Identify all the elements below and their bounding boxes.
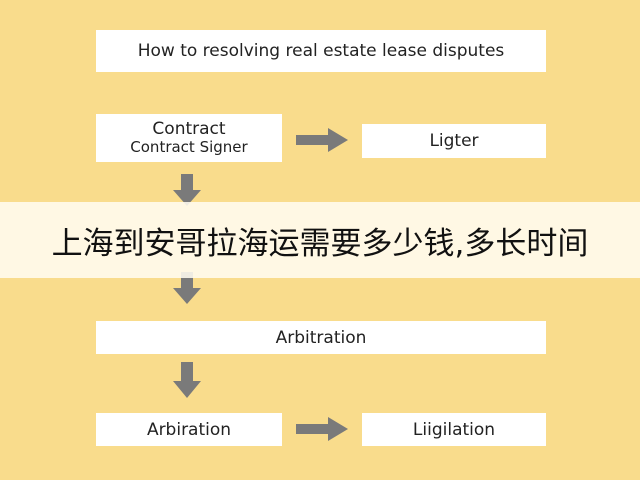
- node-arbiration: Arbiration: [96, 413, 282, 446]
- arrow-down-icon: [172, 174, 202, 208]
- diagram-title: How to resolving real estate lease dispu…: [96, 30, 546, 72]
- node-arbitration: Arbitration: [96, 321, 546, 354]
- arrow-right-icon: [296, 416, 350, 442]
- node-contract-line1: Contract: [152, 119, 226, 139]
- node-contract: Contract Contract Signer: [96, 114, 282, 162]
- arrow-down-icon: [172, 362, 202, 400]
- node-litigation: Liigilation: [362, 413, 546, 446]
- arrow-right-icon: [296, 127, 350, 153]
- overlay-caption-banner: 上海到安哥拉海运需要多少钱,多长时间: [0, 202, 640, 278]
- node-contract-line2: Contract Signer: [130, 138, 248, 156]
- node-ligter: Ligter: [362, 124, 546, 158]
- arrow-down-icon: [172, 272, 202, 306]
